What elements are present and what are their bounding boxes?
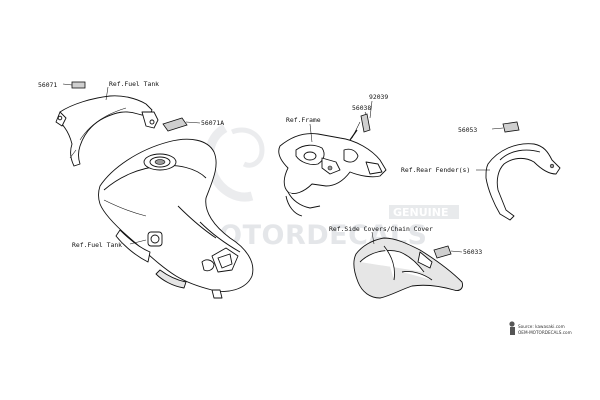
label-ref-fuel-tank-top: Ref.Fuel Tank bbox=[109, 80, 159, 88]
genuine-badge bbox=[389, 205, 459, 219]
leader-56071 bbox=[62, 83, 73, 86]
leader-56071a bbox=[185, 121, 201, 124]
decal-56038 bbox=[360, 113, 371, 133]
source-line-2: OEM-MOTORDECALS.com bbox=[518, 330, 572, 335]
label-56071: 56071 bbox=[38, 81, 57, 89]
label-56071a: 56071A bbox=[201, 119, 224, 127]
leader-56038 bbox=[364, 111, 367, 115]
pin-92039 bbox=[349, 129, 358, 141]
leader-56033 bbox=[450, 250, 463, 253]
decal-56071 bbox=[71, 81, 86, 89]
decal-56033 bbox=[433, 245, 452, 259]
label-ref-rear-fender: Ref.Rear Fender(s) bbox=[401, 166, 470, 174]
source-line-1: Source: kawasaki.com bbox=[518, 324, 565, 329]
camera-icon bbox=[509, 321, 515, 327]
leader-ref-side-covers bbox=[371, 231, 375, 245]
label-92039: 92039 bbox=[369, 93, 388, 101]
chain-cover bbox=[353, 237, 463, 299]
label-ref-frame: Ref.Frame bbox=[286, 116, 321, 124]
fuel-tank bbox=[98, 138, 254, 299]
leader-56053 bbox=[491, 127, 504, 130]
label-56038: 56038 bbox=[352, 104, 371, 112]
front-cover-bracket bbox=[55, 95, 159, 167]
label-ref-side-covers: Ref.Side Covers/Chain Cover bbox=[329, 225, 433, 233]
decal-56053 bbox=[502, 121, 520, 133]
label-ref-fuel-tank-side: Ref.Fuel Tank bbox=[72, 241, 122, 249]
leader-ref-fuel-tank-side bbox=[129, 239, 147, 245]
rear-fender bbox=[485, 143, 561, 221]
frame bbox=[278, 133, 387, 217]
label-56053: 56053 bbox=[458, 126, 477, 134]
leader-ref-fuel-tank-top bbox=[105, 86, 109, 101]
source-credit: Source: kawasaki.com OEM-MOTORDECALS.com bbox=[509, 321, 572, 335]
label-56033: 56033 bbox=[463, 248, 482, 256]
decal-56071a bbox=[162, 117, 188, 132]
leader-ref-frame bbox=[309, 123, 313, 143]
genuine-badge-text: GENUINE bbox=[393, 206, 449, 219]
